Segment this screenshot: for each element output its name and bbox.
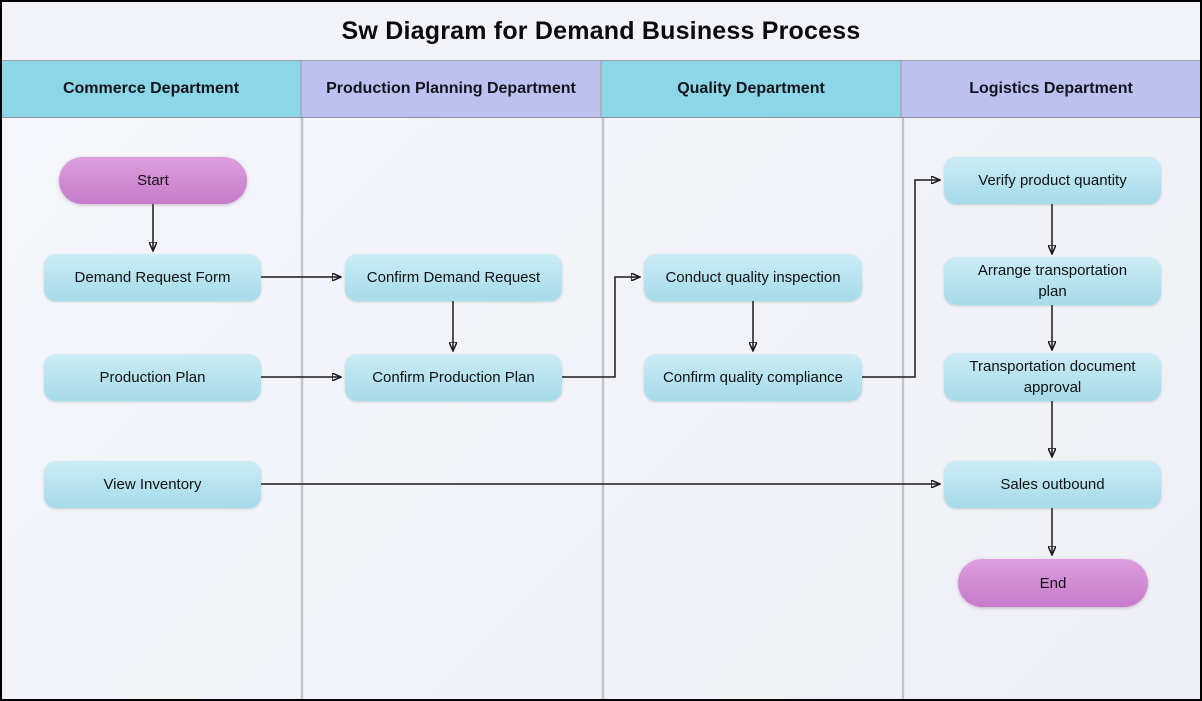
lane-header-row: Commerce Department Production Planning … xyxy=(2,60,1200,118)
node-arrange-transportation-plan[interactable]: Arrange transportation plan xyxy=(944,257,1161,305)
lane-body-area xyxy=(2,118,1200,699)
node-sales-outbound[interactable]: Sales outbound xyxy=(944,461,1161,508)
node-label: End xyxy=(1039,574,1067,592)
node-conduct-quality-inspection[interactable]: Conduct quality inspection xyxy=(644,254,862,301)
node-label: Sales outbound xyxy=(1000,476,1105,493)
node-label: Production Plan xyxy=(99,369,206,386)
node-confirm-quality-compliance[interactable]: Confirm quality compliance xyxy=(644,354,862,401)
node-production-plan[interactable]: Production Plan xyxy=(44,354,261,401)
lane-header-label: Logistics Department xyxy=(969,80,1133,97)
node-label: Confirm Production Plan xyxy=(372,369,535,386)
node-label: Verify product quantity xyxy=(978,172,1127,189)
node-transportation-document-approval[interactable]: Transportation document approval xyxy=(944,353,1161,401)
node-label: Conduct quality inspection xyxy=(665,269,841,286)
node-demand-request-form[interactable]: Demand Request Form xyxy=(44,254,261,301)
node-verify-product-quantity[interactable]: Verify product quantity xyxy=(944,157,1161,204)
lane-header-logistics[interactable]: Logistics Department xyxy=(900,61,1200,117)
lane-divider xyxy=(602,118,604,699)
lane-header-quality[interactable]: Quality Department xyxy=(600,61,900,117)
lane-header-label: Commerce Department xyxy=(62,80,240,97)
node-end[interactable]: End xyxy=(958,559,1148,607)
lane-divider xyxy=(902,118,904,699)
title-bar: Sw Diagram for Demand Business Process xyxy=(2,2,1200,60)
lane-divider xyxy=(301,118,303,699)
node-confirm-production-plan[interactable]: Confirm Production Plan xyxy=(345,354,562,401)
lane-header-label: Production Planning Department xyxy=(326,80,576,97)
lane-header-commerce[interactable]: Commerce Department xyxy=(2,61,300,117)
node-start[interactable]: Start xyxy=(59,157,247,204)
node-view-inventory[interactable]: View Inventory xyxy=(44,461,261,508)
node-label: Arrange transportation plan xyxy=(977,262,1128,300)
node-confirm-demand-request[interactable]: Confirm Demand Request xyxy=(345,254,562,301)
lane-header-label: Quality Department xyxy=(677,80,825,97)
node-label: View Inventory xyxy=(103,476,202,493)
lane-header-production-planning[interactable]: Production Planning Department xyxy=(300,61,600,117)
diagram-title: Sw Diagram for Demand Business Process xyxy=(341,16,861,45)
node-label: Demand Request Form xyxy=(74,269,231,286)
node-label: Confirm quality compliance xyxy=(662,369,844,386)
node-label: Transportation document approval xyxy=(969,358,1136,396)
node-label: Start xyxy=(137,172,169,189)
node-label: Confirm Demand Request xyxy=(366,269,541,286)
